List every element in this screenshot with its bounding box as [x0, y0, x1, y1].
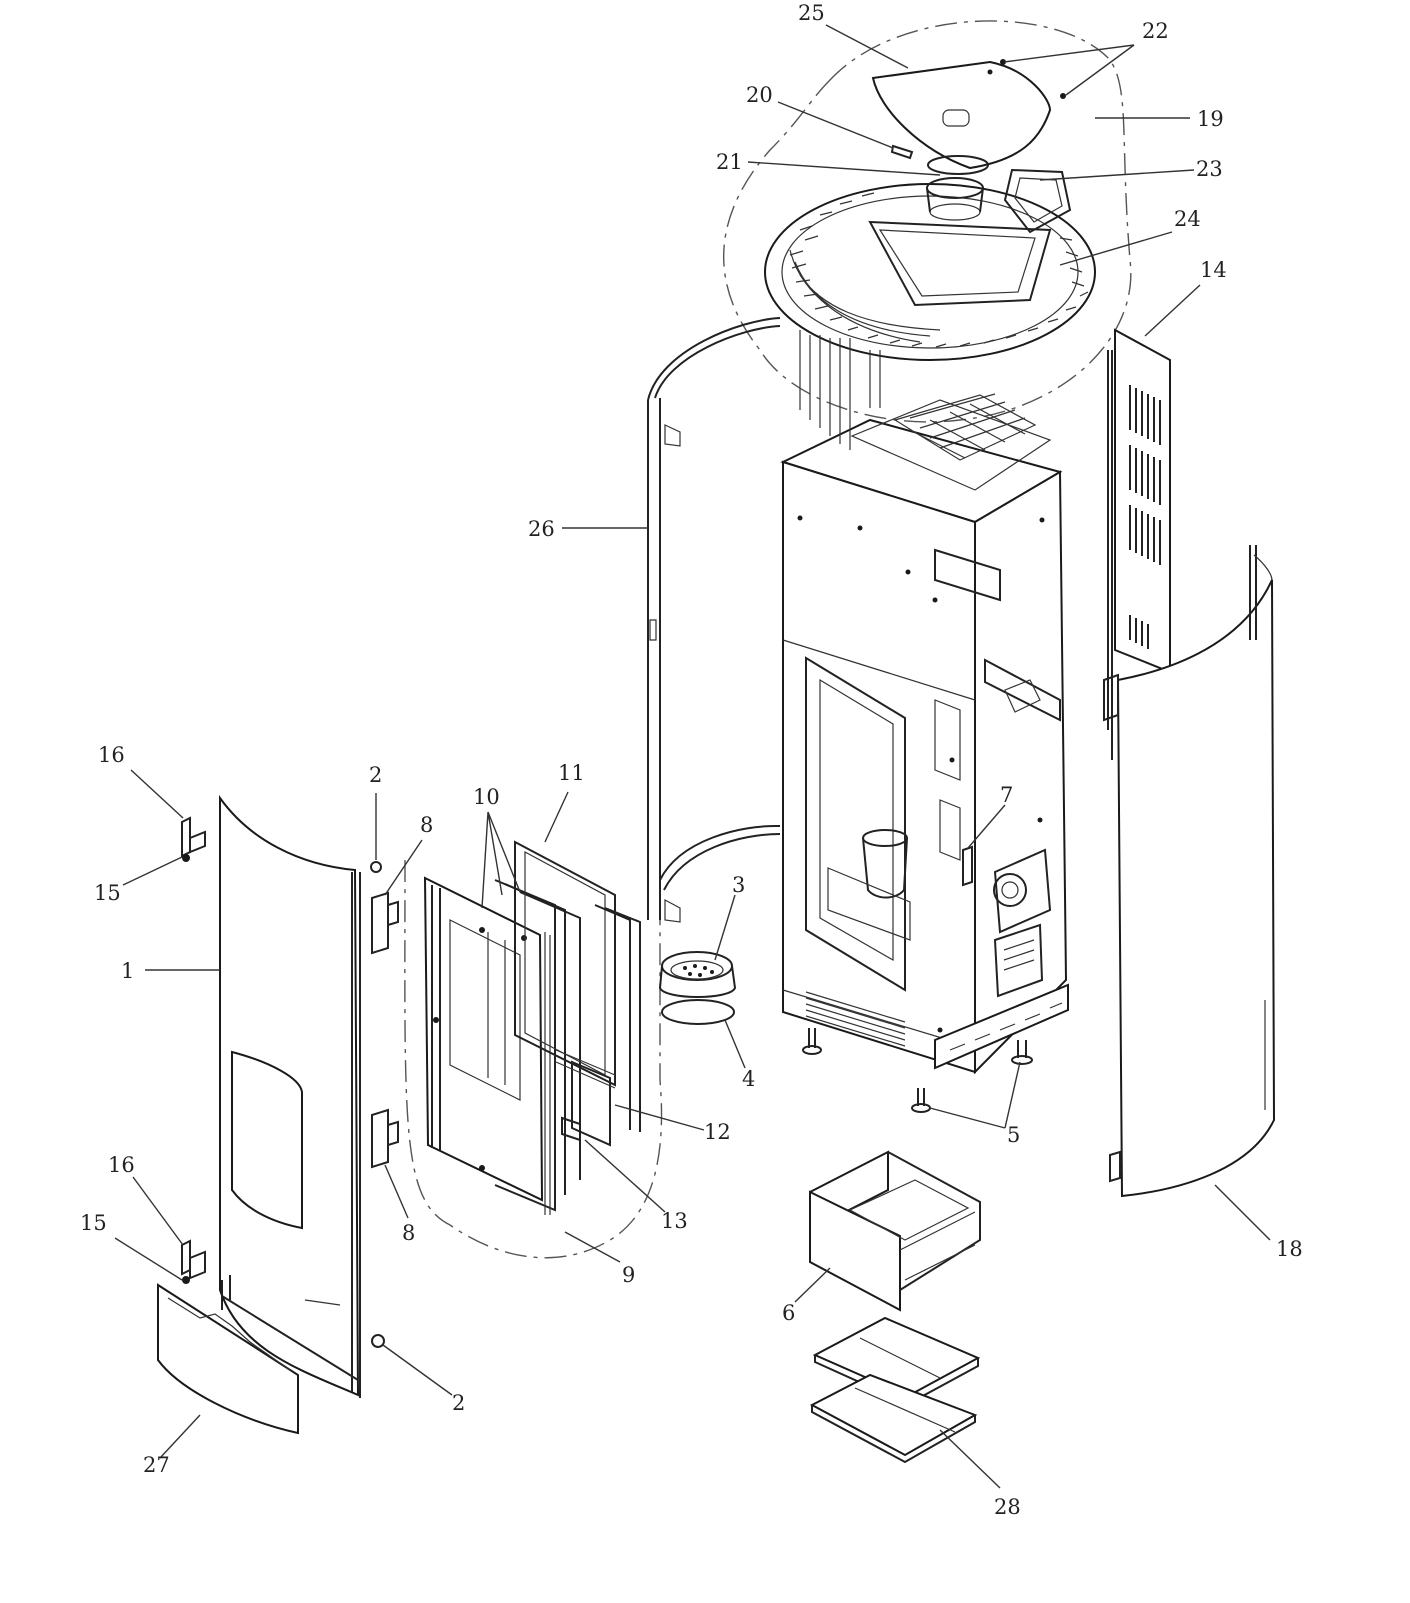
- door-latch-12-13: [555, 1049, 616, 1147]
- callout-20: 20: [746, 83, 773, 107]
- callout-1: 1: [121, 959, 134, 983]
- top-assembly-group-outline: [723, 20, 1132, 423]
- lower-panel-27: [157, 1283, 359, 1435]
- callout-11: 11: [558, 761, 585, 785]
- callout-24: 24: [1174, 207, 1201, 231]
- callout-12: 12: [704, 1120, 731, 1144]
- door-frame-9: [423, 876, 544, 1202]
- callout-10: 10: [473, 785, 500, 809]
- callout-18: 18: [1276, 1237, 1303, 1261]
- top-cover-25: [871, 59, 1066, 170]
- callout-22: 22: [1142, 19, 1169, 43]
- bracket-7: [962, 845, 973, 887]
- callout-labels: 25 22 20 19 21 23 24 14 26 16 2 10 11 8 …: [80, 1, 1303, 1519]
- callout-5: 5: [1007, 1123, 1020, 1147]
- leader-lines: [114, 24, 1271, 1489]
- door-group-outline: [404, 859, 663, 1259]
- callout-9: 9: [622, 1263, 635, 1287]
- callout-25: 25: [798, 1, 825, 25]
- air-intake-3: [658, 951, 737, 998]
- bolt-2-bottom: [371, 1334, 385, 1348]
- door-hinge-8-bottom: [371, 1108, 399, 1169]
- gasket-4: [661, 999, 735, 1025]
- callout-3: 3: [732, 873, 745, 897]
- callout-28: 28: [994, 1495, 1021, 1519]
- gasket-ring-21: [927, 155, 989, 175]
- callout-7: 7: [1000, 783, 1013, 807]
- side-panel-18: [1103, 545, 1276, 1198]
- rear-panel-14: [1107, 328, 1171, 760]
- callout-26: 26: [528, 517, 555, 541]
- front-panel-1: [219, 794, 361, 1398]
- callout-27: 27: [143, 1453, 170, 1477]
- callout-2a: 2: [369, 763, 382, 787]
- callout-8a: 8: [420, 813, 433, 837]
- callout-21: 21: [716, 150, 743, 174]
- callout-8b: 8: [402, 1221, 415, 1245]
- clip-20: [890, 144, 914, 160]
- bolt-2-top: [370, 861, 382, 873]
- callout-4: 4: [742, 1067, 755, 1091]
- callout-6: 6: [782, 1301, 795, 1325]
- callout-15b: 15: [80, 1211, 107, 1235]
- hinge-15-16-top: [181, 816, 206, 862]
- callout-2b: 2: [452, 1391, 465, 1415]
- exhaust-fan: [993, 848, 1052, 998]
- hinge-15-16-bottom: [181, 1239, 206, 1284]
- callout-15a: 15: [94, 881, 121, 905]
- base-plates-28: [809, 1316, 981, 1464]
- burn-pot: [827, 829, 911, 941]
- ash-drawer-6: [809, 1150, 981, 1312]
- callout-16a: 16: [98, 743, 125, 767]
- callout-23: 23: [1196, 157, 1223, 181]
- door-hinge-8-top: [371, 891, 399, 955]
- stove-body: [780, 330, 1069, 1075]
- side-panel-26: [647, 317, 781, 923]
- top-grille-24: [764, 183, 1096, 361]
- callout-13: 13: [661, 1209, 688, 1233]
- callout-19: 19: [1197, 107, 1224, 131]
- callout-16b: 16: [108, 1153, 135, 1177]
- callout-14: 14: [1200, 258, 1227, 282]
